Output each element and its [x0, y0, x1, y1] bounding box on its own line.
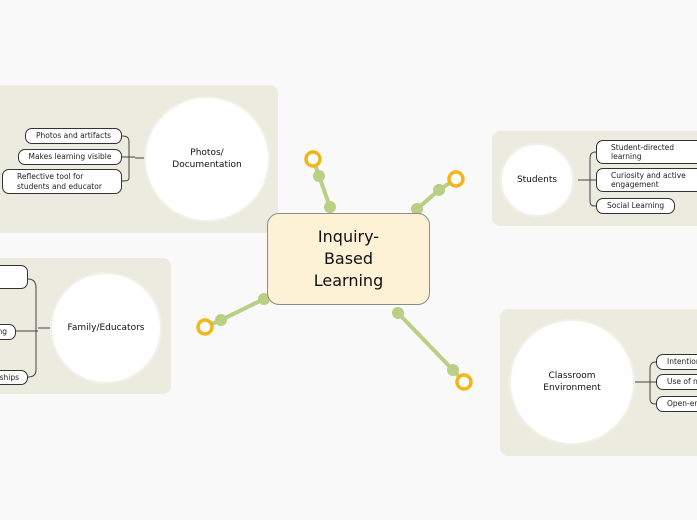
photos-documentation-label: Photos/ Documentation — [172, 148, 242, 170]
family-educators-label: Family/Educators — [67, 323, 145, 333]
students-item-social-learning[interactable]: Social Learning — [596, 198, 675, 214]
students-item-curiosity[interactable]: Curiosity and active engagement — [596, 168, 697, 192]
central-topic-label: Inquiry-Based Learning — [313, 227, 384, 290]
photos-item-reflective-tool[interactable]: Reflective tool for students and educato… — [2, 169, 122, 194]
photos-bracket — [121, 135, 145, 182]
family-bracket — [16, 278, 50, 378]
classroom-item-use-of[interactable]: Use of n — [656, 374, 697, 390]
classroom-item-open-ended[interactable]: Open-en — [656, 396, 697, 412]
photos-item-photos-artifacts[interactable]: Photos and artifacts — [25, 128, 122, 144]
students-item-student-directed[interactable]: Student-directed learning — [596, 140, 697, 164]
add-topic-rings[interactable] — [196, 150, 473, 391]
family-item-2[interactable]: rning — [0, 324, 16, 340]
classroom-bracket — [635, 361, 657, 405]
central-topic-node[interactable]: Inquiry-Based Learning — [267, 213, 430, 305]
handle-dots[interactable] — [215, 170, 459, 376]
classroom-environment-label: Classroom Environment — [543, 371, 601, 393]
students-bracket — [578, 151, 597, 207]
students-label: Students — [516, 175, 558, 185]
classroom-environment-node[interactable]: Classroom Environment — [509, 319, 635, 445]
family-educators-node[interactable]: Family/Educators — [50, 272, 162, 384]
photos-documentation-node[interactable]: Photos/ Documentation — [144, 96, 270, 222]
family-item-1[interactable] — [0, 265, 28, 289]
photos-item-makes-learning-visible[interactable]: Makes learning visible — [18, 149, 122, 165]
classroom-item-intention[interactable]: Intention — [656, 354, 697, 370]
students-node[interactable]: Students — [500, 143, 574, 217]
family-item-3[interactable]: ships — [0, 370, 28, 385]
